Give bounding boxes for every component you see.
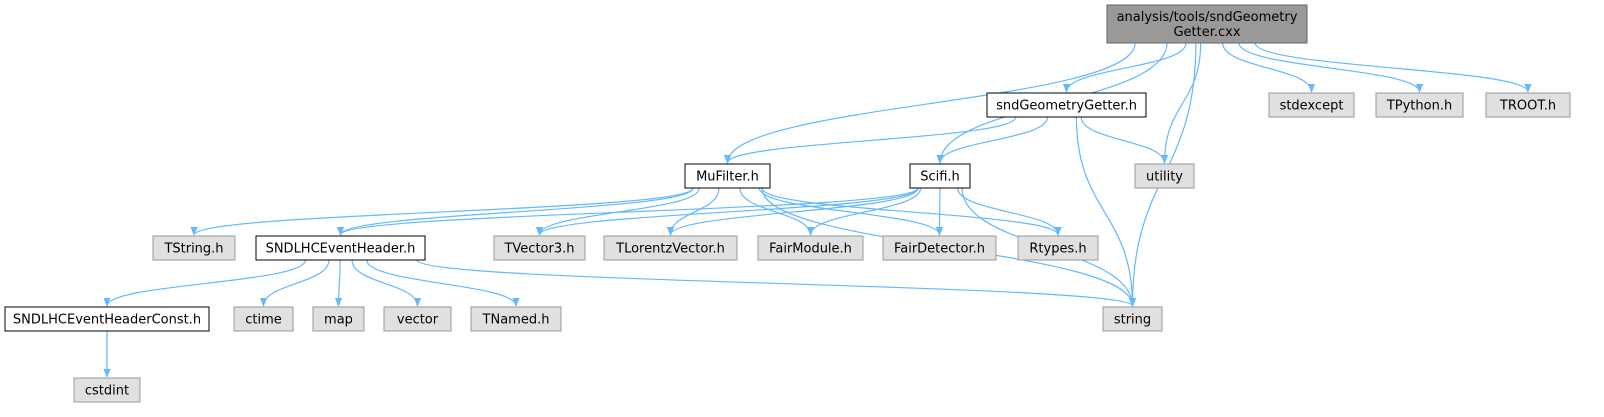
edge-MuFilter_h-to-TString_h: [190, 187, 694, 236]
edge-SNDLHCEventHeader_h-to-TNamed_h: [366, 259, 520, 307]
node-box-string: [1102, 306, 1163, 332]
node-label-stdexcept-0: stdexcept: [1280, 99, 1344, 114]
node-label-string-0: string: [1114, 313, 1151, 328]
node-TROOT_h: TROOT.h: [1485, 92, 1571, 118]
node-box-cstdint: [73, 377, 141, 403]
node-box-SNDLHCEventHeaderConst_h: [4, 306, 210, 332]
edge-sndGeometryGetter_h-to-Scifi_h: [936, 116, 1049, 164]
node-sndGeometryGetter_h[interactable]: sndGeometryGetter.h: [986, 92, 1147, 118]
node-label-TVector3_h-0: TVector3.h: [503, 242, 574, 257]
edge-SNDLHCEventHeader_h-to-vector: [351, 259, 422, 307]
edge-root-to-TROOT_h: [1254, 42, 1532, 93]
edge-root-to-stdexcept: [1222, 42, 1316, 93]
node-label-utility-0: utility: [1146, 170, 1183, 185]
node-root[interactable]: analysis/tools/sndGeometryGetter.cxx: [1106, 4, 1308, 44]
node-label-TLorentzVector_h-0: TLorentzVector.h: [615, 242, 725, 257]
node-FairDetector_h: FairDetector.h: [882, 235, 997, 261]
node-box-TString_h: [152, 235, 236, 261]
node-TPython_h: TPython.h: [1375, 92, 1464, 118]
node-box-FairDetector_h: [882, 235, 997, 261]
node-SNDLHCEventHeaderConst_h[interactable]: SNDLHCEventHeaderConst.h: [4, 306, 210, 332]
node-Rtypes_h: Rtypes.h: [1017, 235, 1099, 261]
node-label-FairDetector_h-0: FairDetector.h: [894, 242, 985, 257]
node-label-root-1: Getter.cxx: [1173, 25, 1240, 40]
edge-MuFilter_h-to-Rtypes_h: [761, 187, 1062, 236]
node-label-TString_h-0: TString.h: [163, 242, 223, 257]
edge-root-to-TPython_h: [1238, 42, 1424, 93]
node-label-root-0: analysis/tools/sndGeometry: [1117, 10, 1298, 25]
node-box-ctime: [233, 306, 294, 332]
node-box-MuFilter_h: [684, 163, 771, 189]
node-string: string: [1102, 306, 1163, 332]
node-label-Scifi_h-0: Scifi.h: [920, 170, 960, 185]
node-box-SNDLHCEventHeader_h: [255, 235, 426, 261]
node-TString_h: TString.h: [152, 235, 236, 261]
node-box-map: [312, 306, 365, 332]
node-utility: utility: [1134, 163, 1195, 189]
node-box-sndGeometryGetter_h: [986, 92, 1147, 118]
node-label-TNamed_h-0: TNamed.h: [482, 313, 550, 328]
node-vector: vector: [383, 306, 452, 332]
edge-MuFilter_h-to-FairDetector_h: [758, 187, 944, 236]
node-layer: analysis/tools/sndGeometryGetter.cxx sndG…: [4, 4, 1571, 403]
node-label-cstdint-0: cstdint: [85, 384, 129, 399]
node-label-SNDLHCEventHeader_h-0: SNDLHCEventHeader.h: [266, 242, 416, 257]
edge-Scifi_h-to-SNDLHCEventHeader_h: [337, 187, 919, 236]
node-Scifi_h[interactable]: Scifi.h: [909, 163, 971, 189]
node-box-vector: [383, 306, 452, 332]
edge-MuFilter_h-to-SNDLHCEventHeader_h: [337, 187, 694, 236]
node-box-root: [1106, 4, 1308, 44]
node-box-TNamed_h: [470, 306, 562, 332]
node-box-utility: [1134, 163, 1195, 189]
node-box-FairModule_h: [757, 235, 864, 261]
node-SNDLHCEventHeader_h[interactable]: SNDLHCEventHeader.h: [255, 235, 426, 261]
edge-root-to-utility: [1160, 42, 1202, 164]
edge-SNDLHCEventHeader_h-to-SNDLHCEventHeaderConst_h: [103, 259, 307, 307]
node-TLorentzVector_h: TLorentzVector.h: [603, 235, 738, 261]
edge-Scifi_h-to-Rtypes_h: [957, 187, 1062, 236]
edge-layer: [103, 42, 1532, 378]
node-box-Scifi_h: [909, 163, 971, 189]
edge-root-to-MuFilter_h: [723, 42, 1136, 164]
node-MuFilter_h[interactable]: MuFilter.h: [684, 163, 771, 189]
node-label-vector-0: vector: [397, 313, 439, 328]
node-box-Rtypes_h: [1017, 235, 1099, 261]
node-cstdint: cstdint: [73, 377, 141, 403]
node-box-stdexcept: [1268, 92, 1355, 118]
node-map: map: [312, 306, 365, 332]
node-label-ctime-0: ctime: [245, 313, 282, 328]
edge-sndGeometryGetter_h-to-string: [1075, 116, 1137, 307]
node-FairModule_h: FairModule.h: [757, 235, 864, 261]
edge-Scifi_h-to-TLorentzVector_h: [666, 187, 919, 236]
node-label-SNDLHCEventHeaderConst_h-0: SNDLHCEventHeaderConst.h: [13, 313, 201, 328]
node-box-TVector3_h: [493, 235, 586, 261]
node-label-FairModule_h-0: FairModule.h: [769, 242, 852, 257]
node-label-TROOT_h-0: TROOT.h: [1499, 99, 1556, 114]
node-ctime: ctime: [233, 306, 294, 332]
edge-SNDLHCEventHeader_h-to-string: [416, 259, 1136, 307]
edge-SNDLHCEventHeader_h-to-ctime: [259, 259, 330, 307]
node-box-TPython_h: [1375, 92, 1464, 118]
node-stdexcept: stdexcept: [1268, 92, 1355, 118]
node-box-TLorentzVector_h: [603, 235, 738, 261]
node-label-Rtypes_h-0: Rtypes.h: [1029, 242, 1086, 257]
node-TNamed_h: TNamed.h: [470, 306, 562, 332]
edge-SNDLHCEventHeader_h-to-map: [334, 259, 343, 307]
node-label-MuFilter_h-0: MuFilter.h: [696, 170, 759, 185]
edge-root-to-sndGeometryGetter_h: [1062, 42, 1187, 93]
node-label-map-0: map: [324, 313, 353, 328]
edge-Scifi_h-to-FairModule_h: [806, 187, 922, 236]
edge-Scifi_h-to-TVector3_h: [536, 187, 919, 236]
edge-sndGeometryGetter_h-to-MuFilter_h: [724, 116, 1017, 164]
node-label-sndGeometryGetter_h-0: sndGeometryGetter.h: [996, 99, 1137, 114]
node-TVector3_h: TVector3.h: [493, 235, 586, 261]
edge-sndGeometryGetter_h-to-utility: [1080, 116, 1169, 164]
node-label-TPython_h-0: TPython.h: [1386, 99, 1452, 114]
node-box-TROOT_h: [1485, 92, 1571, 118]
